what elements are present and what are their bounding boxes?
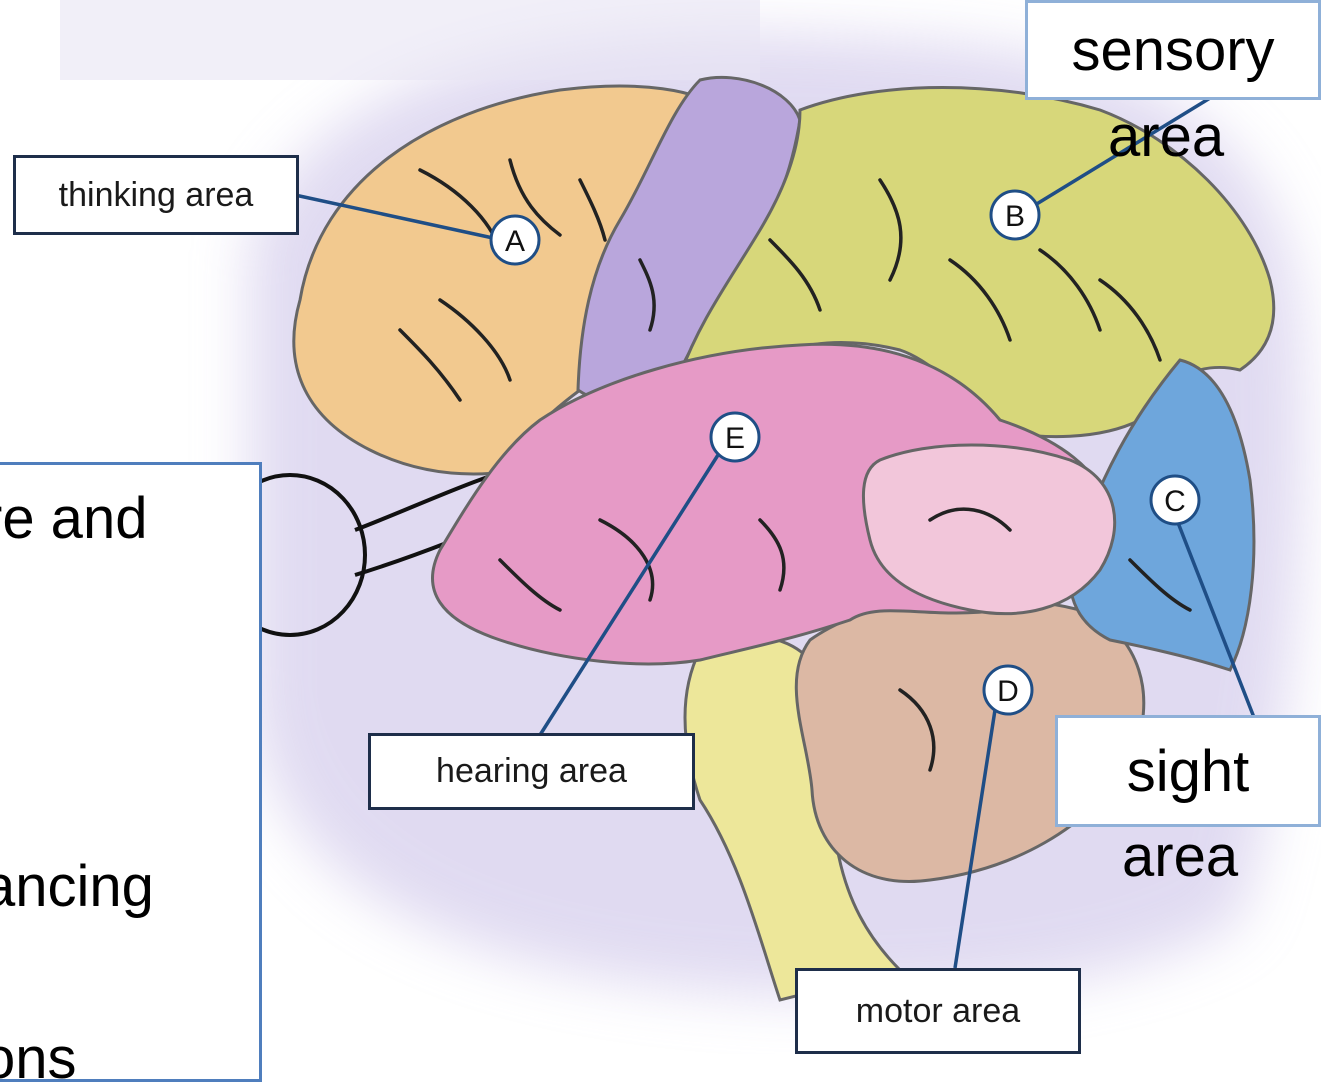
svg-text:E: E bbox=[725, 422, 745, 455]
marker-a: A bbox=[491, 216, 539, 264]
motor-area-label: motor area bbox=[795, 968, 1081, 1054]
thinking-area-label: thinking area bbox=[13, 155, 299, 235]
sight-area-label-second-line: area bbox=[1122, 828, 1238, 886]
svg-text:A: A bbox=[505, 225, 525, 258]
panel-text-line-2: ancing bbox=[0, 853, 171, 920]
marker-d: D bbox=[984, 666, 1032, 714]
hearing-area-label: hearing area bbox=[368, 733, 695, 810]
halo-light bbox=[60, 0, 760, 80]
sight-area-label: sight bbox=[1055, 715, 1321, 827]
svg-text:B: B bbox=[1005, 200, 1025, 233]
sensory-area-label-second-line: area bbox=[1108, 108, 1224, 166]
overlapping-text-panel: re and ancing ons bbox=[0, 462, 262, 1082]
svg-text:D: D bbox=[997, 675, 1019, 708]
svg-text:C: C bbox=[1164, 485, 1186, 518]
sensory-area-label: sensory bbox=[1025, 0, 1321, 100]
marker-c: C bbox=[1151, 476, 1199, 524]
marker-b: B bbox=[991, 191, 1039, 239]
brain-diagram: A B C D E thinking area sensory area hea… bbox=[0, 0, 1321, 1054]
marker-e: E bbox=[711, 413, 759, 461]
panel-text-line-1: re and bbox=[0, 485, 174, 552]
